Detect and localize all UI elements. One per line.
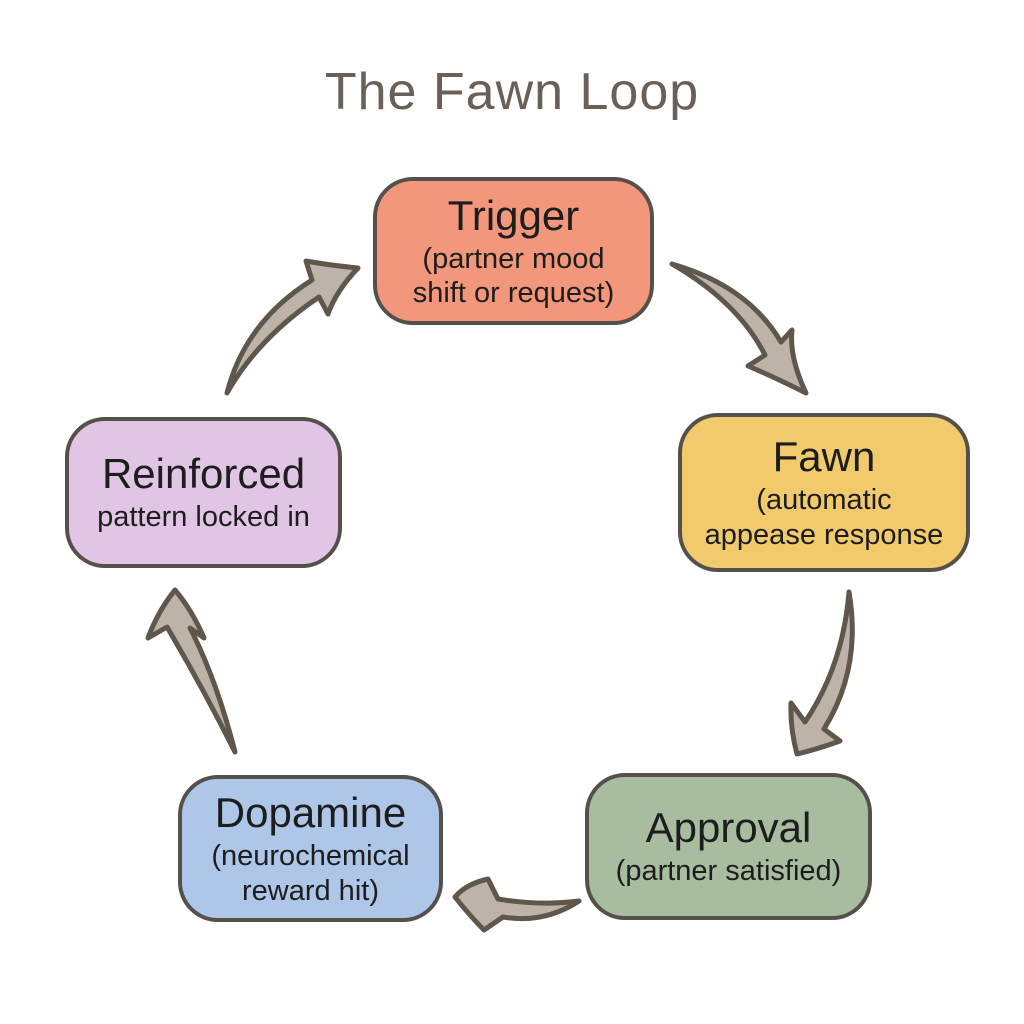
node-reinforced-sublabel: pattern locked in (97, 501, 310, 534)
node-fawn-sublabel: (automatic appease response (704, 484, 944, 551)
node-reinforced-label: Reinforced (101, 450, 306, 498)
diagram-title: The Fawn Loop (324, 63, 700, 121)
arrow-fawn-to-approval (788, 589, 855, 757)
node-trigger: Trigger (partner mood shift or request) (373, 177, 654, 325)
node-approval: Approval (partner satisfied) (585, 773, 872, 920)
node-approval-label: Approval (645, 804, 812, 852)
arrow-dopamine-to-reinforced (145, 587, 238, 755)
node-dopamine: Dopamine (neurochemical reward hit) (178, 775, 443, 922)
arrow-approval-to-dopamine (452, 876, 582, 933)
node-fawn: Fawn (automatic appease response (678, 413, 970, 572)
node-trigger-sublabel: (partner mood shift or request) (412, 242, 615, 310)
node-trigger-label: Trigger (447, 191, 580, 239)
node-dopamine-sublabel: (neurochemical reward hit) (211, 840, 410, 907)
node-fawn-label: Fawn (772, 433, 876, 481)
node-reinforced: Reinforced pattern locked in (65, 417, 342, 568)
node-approval-sublabel: (partner satisfied) (615, 855, 842, 888)
arrow-trigger-to-fawn (669, 261, 809, 396)
arrow-reinforced-to-trigger (224, 258, 361, 396)
node-dopamine-label: Dopamine (214, 789, 407, 837)
